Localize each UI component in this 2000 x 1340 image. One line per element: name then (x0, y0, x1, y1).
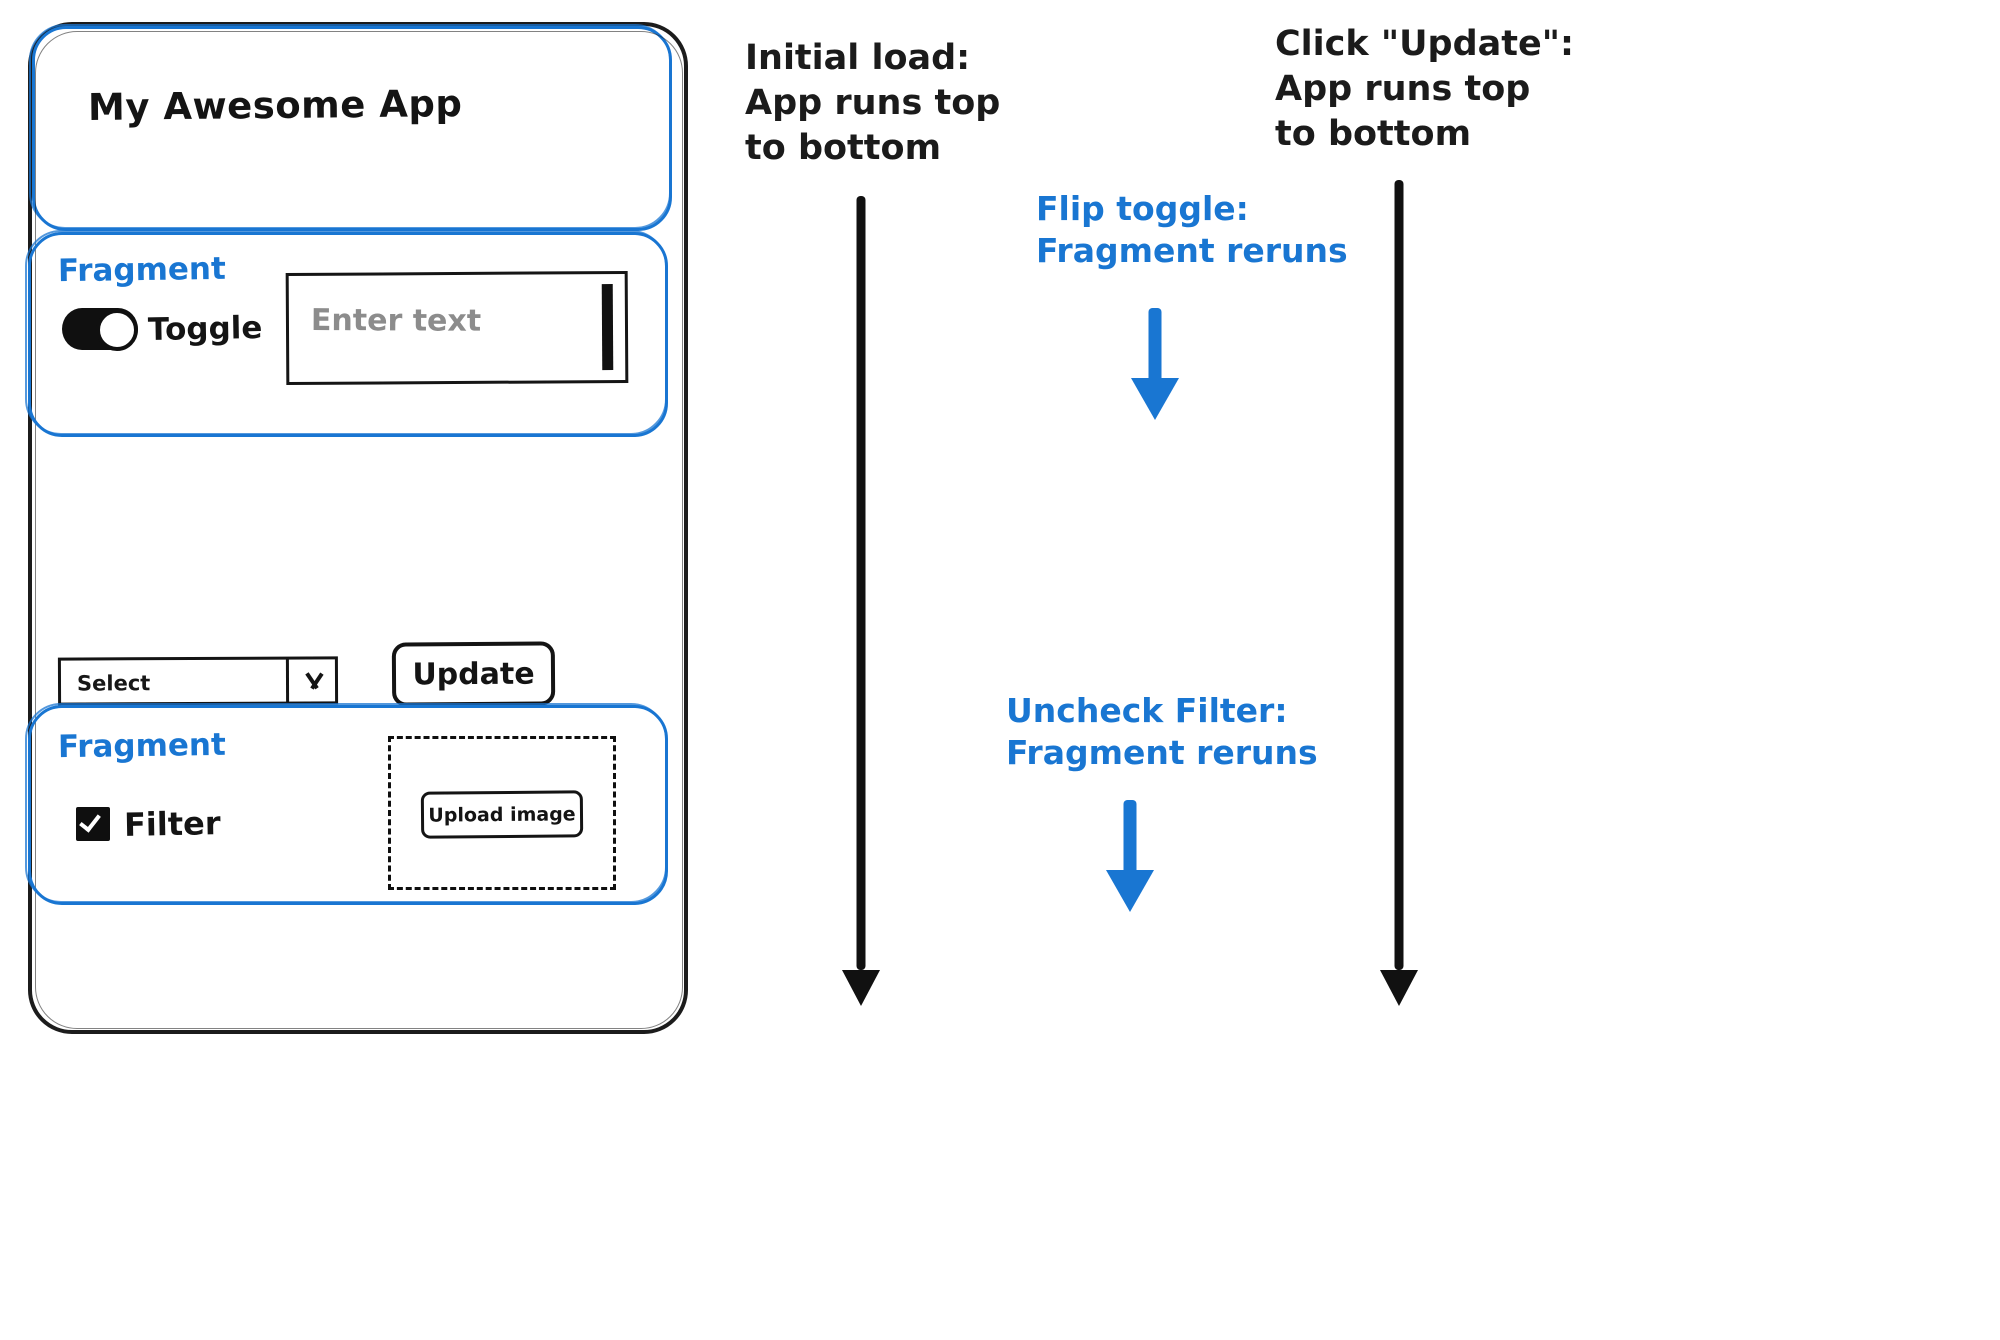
toggle-label: Toggle (147, 310, 263, 348)
arrow-head (842, 970, 880, 1006)
annotation-click-update: Click "Update": App runs top to bottom (1275, 24, 1574, 154)
annotation-flip-toggle: Flip toggle: Fragment reruns (1036, 189, 1348, 271)
arrow-flip-toggle-down (1115, 308, 1195, 420)
text-caret (601, 284, 614, 371)
select-dropdown[interactable]: Select (57, 656, 339, 706)
arrow-uncheck-filter-down (1090, 800, 1170, 912)
arrow-shaft (1394, 180, 1404, 970)
arrow-shaft (856, 196, 866, 970)
toggle-row[interactable]: Toggle (62, 308, 263, 351)
update-button-label: Update (412, 656, 535, 692)
filter-checkbox-row[interactable]: Filter (76, 804, 221, 844)
check-icon (79, 809, 101, 833)
upload-image-button[interactable]: Upload image (420, 790, 584, 839)
fragment-label-top: Fragment (57, 250, 227, 290)
app-window-frame: My Awesome App (28, 22, 688, 1034)
toggle-knob (96, 309, 138, 351)
arrow-head (1131, 378, 1179, 420)
arrow-shaft (1123, 800, 1137, 874)
fragment-container-top (29, 24, 672, 231)
fragment-label-bottom: Fragment (57, 726, 227, 766)
select-divider (285, 657, 290, 704)
filter-checkbox[interactable] (76, 807, 110, 841)
arrow-head (1106, 870, 1154, 912)
arrow-click-update-down (1363, 180, 1435, 1006)
chevron-down-icon (303, 673, 325, 687)
annotation-initial-load: Initial load: App runs top to bottom (745, 38, 1001, 168)
text-input-placeholder: Enter text (310, 303, 482, 339)
file-dropzone[interactable]: Upload image (388, 736, 616, 890)
annotation-uncheck-filter: Uncheck Filter: Fragment reruns (1006, 691, 1318, 773)
arrow-initial-load-down (825, 196, 897, 1006)
arrow-head (1380, 970, 1418, 1006)
text-input[interactable]: Enter text (285, 270, 629, 386)
select-value: Select (76, 671, 151, 696)
filter-label: Filter (123, 804, 221, 844)
upload-image-label: Upload image (428, 802, 576, 827)
update-button[interactable]: Update (391, 641, 556, 707)
toggle-switch[interactable] (62, 308, 138, 351)
arrow-shaft (1148, 308, 1162, 382)
